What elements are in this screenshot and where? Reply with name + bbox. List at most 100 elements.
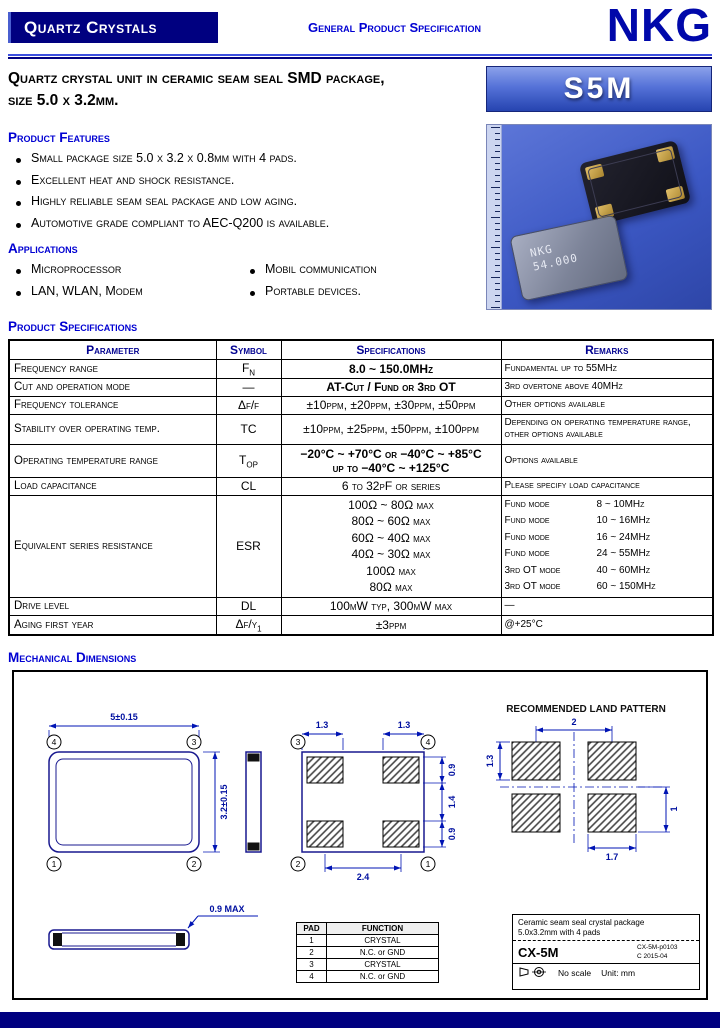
function-col-header: FUNCTION bbox=[326, 922, 439, 935]
applications-heading: Applications bbox=[8, 241, 78, 256]
symbol-main: Δf/f bbox=[237, 398, 260, 413]
applications-column-2: Mobil communication Portable devices. bbox=[248, 262, 473, 305]
crystal-pad bbox=[584, 163, 605, 181]
feature-text: Excellent heat and shock resistance. bbox=[31, 172, 235, 187]
crystal-marking: NKG 54.000 bbox=[511, 216, 623, 278]
table-row: Load capacitance CL 6 to 32pF or series … bbox=[8, 476, 714, 496]
feature-text: Automotive grade compliant to AEC-Q200 i… bbox=[31, 215, 330, 230]
list-item: Small package size 5.0 x 3.2 x 0.8mm wit… bbox=[14, 151, 472, 173]
title-block-middle: CX-5M CX-5M-p0103 C 2015-04 bbox=[513, 941, 699, 964]
top-view-drawing: 5±0.15 3.2±0.15 4 3 1 2 bbox=[46, 712, 229, 872]
land-pattern-drawing: RECOMMENDED LAND PATTERN 2 1.3 1 bbox=[485, 704, 679, 862]
bullet-icon bbox=[16, 222, 21, 228]
product-photo: NKG 54.000 bbox=[486, 124, 712, 310]
spec-line: 100Ω max bbox=[366, 563, 416, 578]
product-line-label: Quartz Crystals bbox=[24, 18, 158, 37]
list-item: Portable devices. bbox=[248, 284, 473, 306]
svg-text:3: 3 bbox=[296, 737, 301, 747]
pin-number: 3 bbox=[290, 734, 306, 750]
pin-number: 1 bbox=[420, 856, 436, 872]
header-rule bbox=[8, 54, 712, 59]
list-item: LAN, WLAN, Modem bbox=[14, 284, 239, 306]
drawing-meta: CX-5M-p0103 C 2015-04 bbox=[635, 941, 699, 963]
drawing-part-number: CX-5M bbox=[518, 945, 559, 960]
application-text: LAN, WLAN, Modem bbox=[31, 283, 143, 298]
col-header-symbol: Symbol bbox=[215, 339, 282, 360]
remark-range: 60 ~ 150MHz bbox=[596, 581, 656, 593]
feature-text: Highly reliable seam seal package and lo… bbox=[31, 194, 298, 208]
spec-line: up to −40°C ~ +125°C bbox=[332, 460, 450, 475]
symbol-cell: DL bbox=[215, 596, 282, 616]
list-item: Automotive grade compliant to AEC-Q200 i… bbox=[14, 216, 472, 238]
thickness-view-drawing: 0.9 MAX bbox=[48, 904, 258, 950]
ruler-image bbox=[487, 125, 502, 309]
remark-mode: Fund mode bbox=[504, 548, 550, 560]
mechanical-drawing-box: 5±0.15 3.2±0.15 4 3 1 2 bbox=[12, 670, 708, 1000]
symbol-cell: ESR bbox=[215, 494, 282, 598]
land-pattern-title: RECOMMENDED LAND PATTERN bbox=[506, 704, 666, 715]
crystal-pad bbox=[655, 145, 676, 163]
remark-range: 24 ~ 55MHz bbox=[596, 548, 650, 560]
symbol-main: TC bbox=[240, 422, 257, 437]
crystal-package-bottom-side bbox=[578, 139, 692, 227]
remark-mode: Fund mode bbox=[504, 498, 550, 510]
symbol-sub: OP bbox=[246, 460, 258, 470]
remark-mode: Fund mode bbox=[504, 531, 550, 543]
spec-cell: 8.0 ~ 150.0MHz bbox=[280, 358, 502, 379]
pin-number: 4 bbox=[46, 734, 62, 750]
symbol-main: DL bbox=[240, 599, 257, 614]
list-item: Mobil communication bbox=[248, 262, 473, 284]
pin-number: 4 bbox=[420, 734, 436, 750]
symbol-cell: TC bbox=[215, 413, 282, 445]
spec-cell: 6 to 32pF or series bbox=[280, 476, 502, 496]
table-row: Cut and operation mode — AT-Cut / Fund o… bbox=[8, 377, 714, 397]
symbol-sub: 1 bbox=[257, 624, 262, 634]
dim-thickness: 0.9 MAX bbox=[209, 904, 244, 914]
parameter-cell: Stability over operating temp. bbox=[8, 413, 217, 445]
remark-mode: 3rd OT mode bbox=[504, 564, 561, 576]
pad-table-header-row: PAD FUNCTION bbox=[296, 922, 439, 935]
feature-text: Small package size 5.0 x 3.2 x 0.8mm wit… bbox=[31, 151, 297, 165]
spec-header-row: Parameter Symbol Specifications Remarks bbox=[8, 339, 714, 360]
model-badge-label: S5M bbox=[563, 72, 635, 105]
spec-cell: −20°C ~ +70°C or −40°C ~ +85°C up to −40… bbox=[280, 443, 502, 478]
pad-number: 3 bbox=[296, 958, 327, 971]
svg-text:2: 2 bbox=[296, 859, 301, 869]
specifications-heading: Product Specifications bbox=[8, 319, 138, 334]
symbol-cell: Δf/y1 bbox=[215, 614, 282, 636]
parameter-cell: Equivalent series resistance bbox=[8, 494, 217, 598]
svg-text:3: 3 bbox=[192, 737, 197, 747]
table-row: Operating temperature range TOP −20°C ~ … bbox=[8, 443, 714, 478]
table-row: Frequency tolerance Δf/f ±10ppm, ±20ppm,… bbox=[8, 395, 714, 415]
remark-cell: Please specify load capacitance bbox=[500, 476, 714, 496]
pin-number: 2 bbox=[290, 856, 306, 872]
application-text: Portable devices. bbox=[265, 283, 361, 298]
symbol-cell: — bbox=[215, 377, 282, 397]
pad-number: 4 bbox=[296, 970, 327, 983]
dim-pad-span: 2.4 bbox=[357, 872, 370, 882]
dim-land-width: 1.7 bbox=[606, 852, 619, 862]
model-badge: S5M bbox=[486, 66, 712, 112]
page-title-line2: size 5.0 x 3.2mm. bbox=[8, 92, 119, 109]
pad-number: 2 bbox=[296, 946, 327, 959]
title-block-description: Ceramic seam seal crystal package 5.0x3.… bbox=[513, 915, 699, 941]
svg-text:4: 4 bbox=[52, 737, 57, 747]
table-row: Aging first year Δf/y1 ±3ppm @+25°C bbox=[8, 614, 714, 636]
symbol-main: ESR bbox=[236, 539, 261, 554]
drawing-doc-number: CX-5M-p0103 bbox=[637, 944, 678, 951]
remark-cell: 3rd overtone above 40MHz bbox=[500, 377, 714, 397]
pad-col-header: PAD bbox=[296, 922, 327, 935]
brand-logo: NKG bbox=[606, 0, 712, 51]
col-header-remarks: Remarks bbox=[500, 339, 714, 360]
pad-function: N.C. or GND bbox=[326, 970, 439, 983]
spec-cell: AT-Cut / Fund or 3rd OT bbox=[280, 377, 502, 397]
spec-line: 80Ω ~ 60Ω max bbox=[351, 514, 431, 529]
parameter-cell: Load capacitance bbox=[8, 476, 217, 496]
